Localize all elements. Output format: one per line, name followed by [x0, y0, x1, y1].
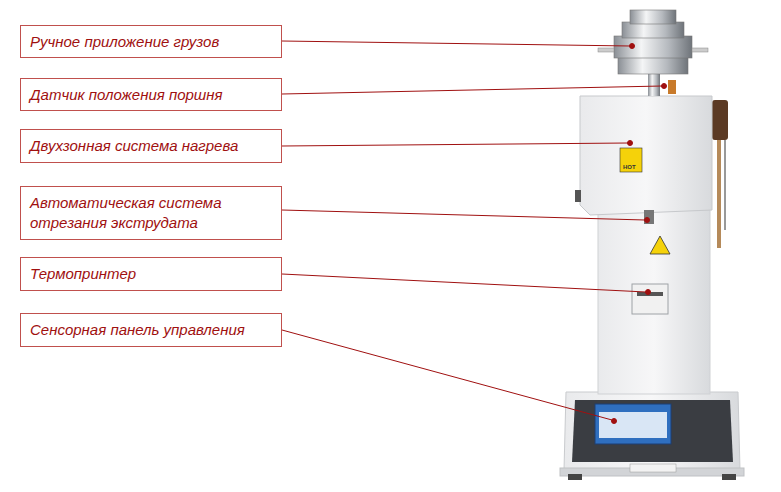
callout-box: Двухзонная система нагрева [20, 129, 282, 163]
callout-text: Двухзонная система нагрева [30, 136, 238, 156]
callout-box: Датчик положения поршня [20, 78, 282, 111]
instrument-base [560, 392, 744, 480]
callout-text: Термопринтер [30, 264, 136, 284]
callout-text: Сенсорная панель управления [30, 320, 245, 340]
weight-stack [598, 10, 708, 96]
callout-box: Сенсорная панель управления [20, 313, 282, 347]
callout-box: Автоматическая система отрезания экструд… [20, 186, 282, 240]
leader-lines [282, 41, 667, 424]
thermometer [712, 100, 728, 248]
callout-box: Ручное приложение грузов [20, 25, 282, 58]
instrument-column [598, 210, 710, 394]
callout-text: Ручное приложение грузов [30, 32, 219, 52]
callout-box: Термопринтер [20, 257, 282, 291]
sticker-text: HOT [623, 164, 636, 170]
heating-head [575, 96, 712, 224]
callout-text: Датчик положения поршня [30, 85, 223, 105]
callout-text: Автоматическая система отрезания экструд… [30, 193, 272, 233]
